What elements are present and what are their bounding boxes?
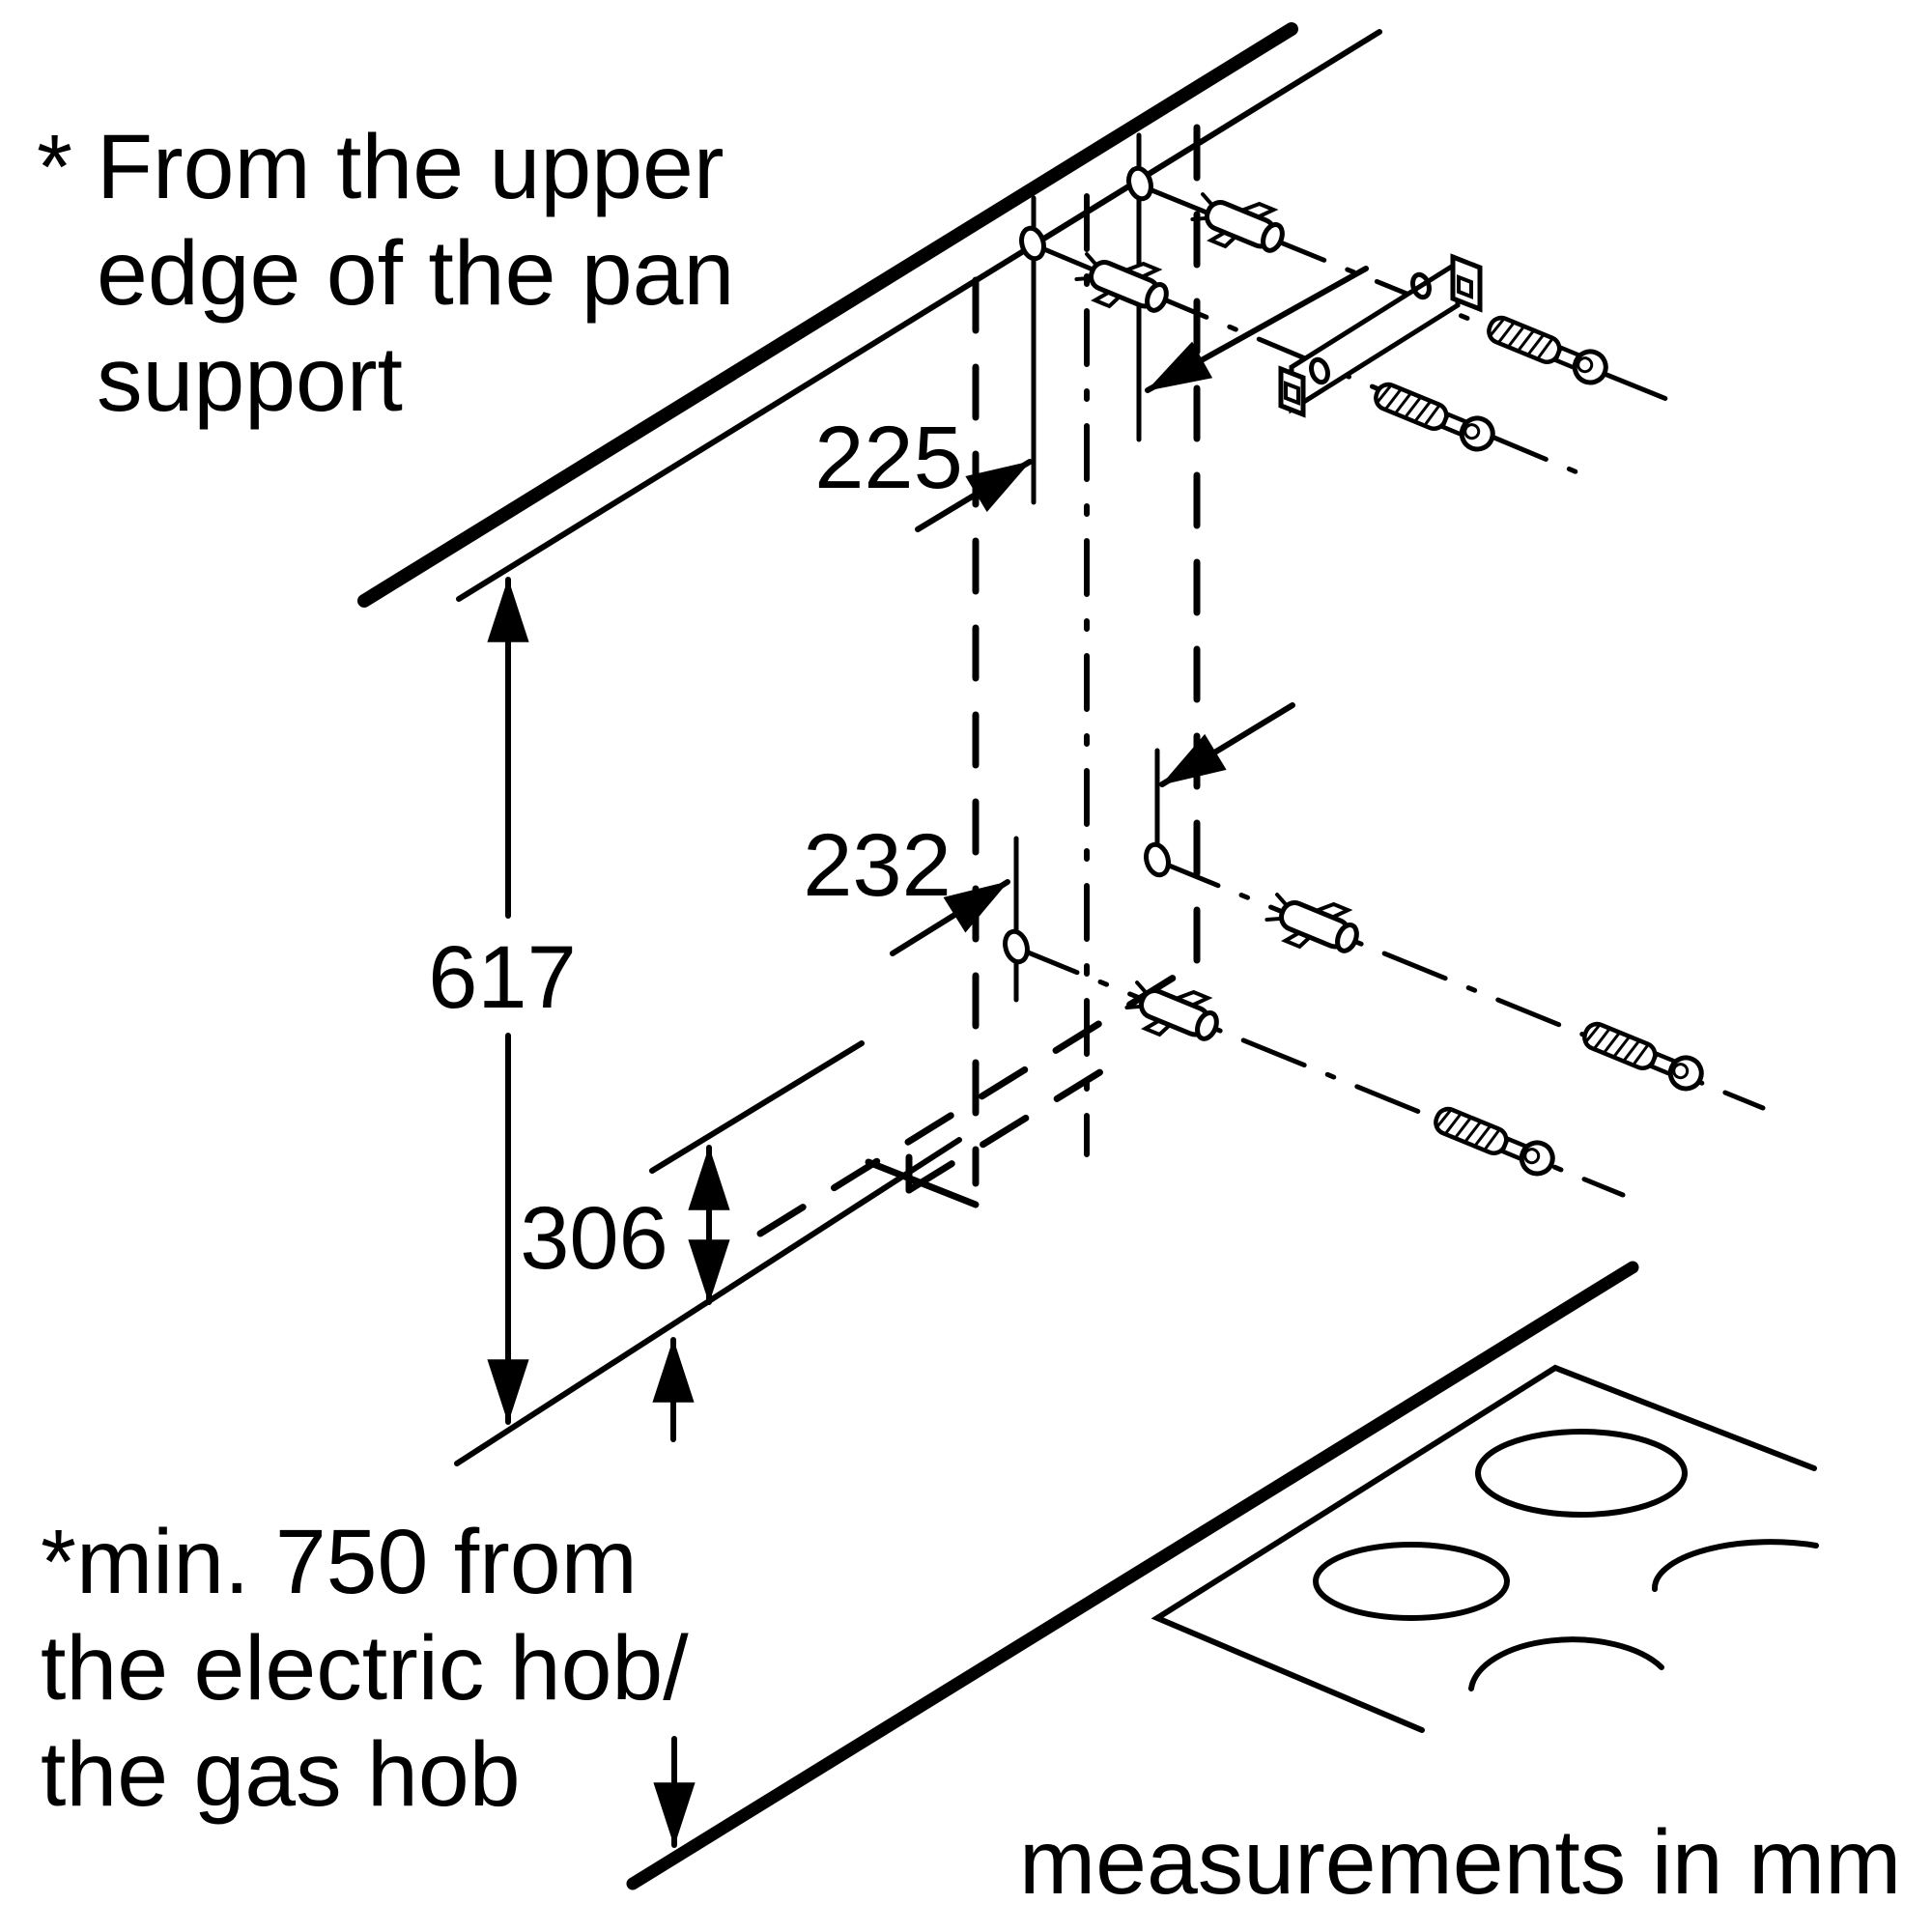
hood-bottom-front-edge [905, 1062, 1115, 1194]
hob-outline [1151, 1364, 1817, 1733]
mounting-holes [1003, 165, 1171, 965]
wall-plug [1124, 980, 1219, 1041]
note-line: edge of the pan [97, 222, 735, 325]
pointer-upper-right-hole [1145, 266, 1369, 393]
screw [1374, 382, 1495, 452]
cooking-zone-partial [1651, 1539, 1819, 1592]
note-line: support [97, 328, 403, 431]
dimension-306: 306 [520, 1189, 668, 1288]
cooking-zone [1475, 1429, 1688, 1518]
wall-top-edge-thin [456, 29, 1382, 602]
wall-plug [1264, 893, 1359, 953]
note-line: the electric hob/ [41, 1617, 689, 1719]
hob [1151, 1364, 1819, 1733]
hood-mid-edge [649, 1040, 865, 1174]
screw [1582, 1021, 1704, 1092]
cooking-zone-partial [1468, 1636, 1664, 1691]
pointer-225 [915, 459, 1033, 532]
dimension-617: 617 [428, 928, 577, 1027]
note-line: the gas hob [41, 1723, 521, 1826]
dimension-232: 232 [803, 816, 952, 915]
mounting-bracket [1278, 253, 1483, 418]
units-label: measurements in mm [1019, 1811, 1902, 1914]
wall-top-edge-thick [357, 22, 1298, 608]
hood-bottom-back-edge [756, 959, 1201, 1237]
screw [1487, 315, 1608, 385]
note-line: From the upper [97, 116, 724, 218]
wall-plug [1190, 192, 1285, 253]
min-distance-note: *min. 750 from the electric hob/ the gas… [41, 1509, 689, 1828]
pointer-lower-right-hole [1159, 702, 1295, 787]
footnote-marker: * [37, 116, 72, 218]
cooking-zone [1313, 1542, 1510, 1621]
screw [1434, 1106, 1555, 1177]
screws [1374, 315, 1704, 1177]
wall-plugs [1074, 192, 1359, 1041]
wall-plug [1074, 252, 1169, 313]
pan-support-note: From the upper edge of the pan support [97, 114, 734, 433]
dimension-225: 225 [814, 409, 963, 507]
hob-level-edge-thick [626, 1261, 1639, 1890]
pointer-232 [890, 879, 1010, 956]
dimension-arrows [487, 266, 1369, 1848]
note-line: *min. 750 from [41, 1511, 638, 1613]
